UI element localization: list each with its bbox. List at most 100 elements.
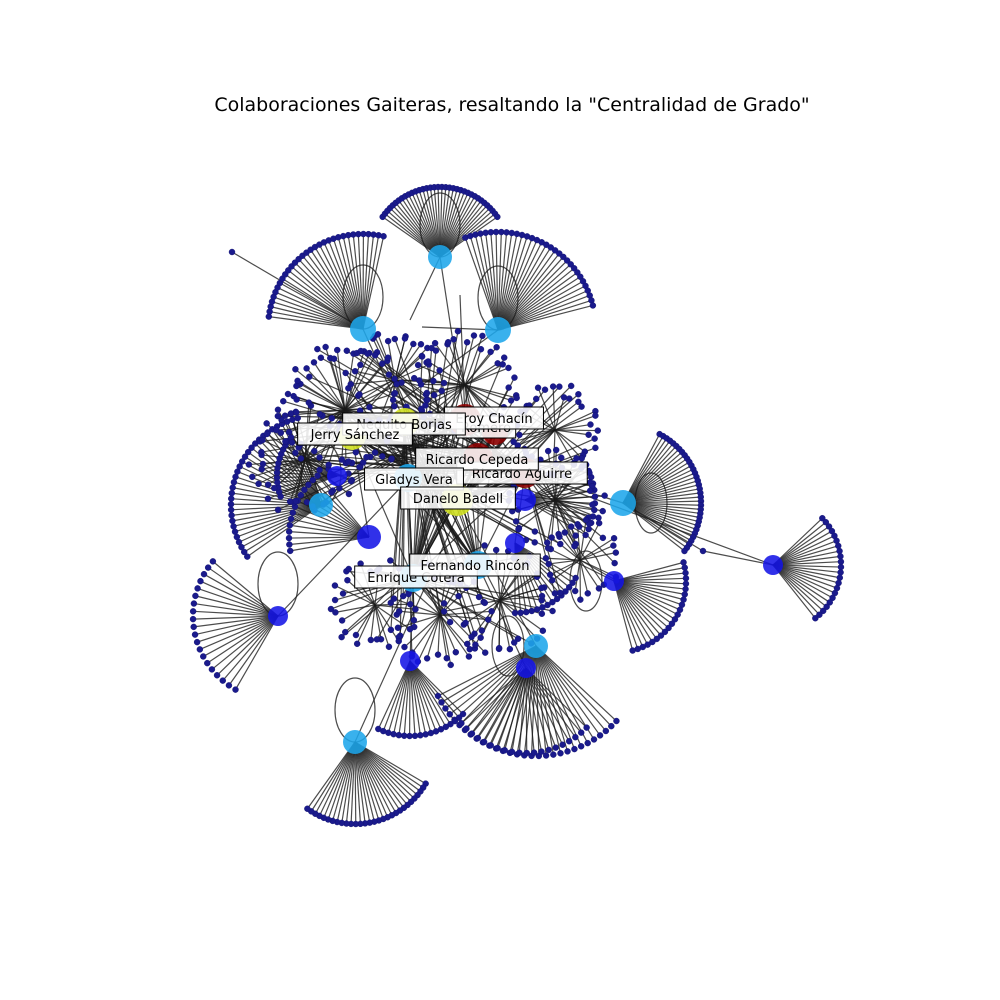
chart-title: Colaboraciones Gaiteras, resaltando la "…: [214, 94, 809, 116]
edge: [347, 235, 364, 330]
edge: [579, 545, 614, 561]
leaf-node: [339, 590, 347, 597]
leaf-node: [406, 732, 413, 740]
leaf-node: [390, 595, 398, 602]
leaf-node: [385, 643, 393, 651]
edge: [622, 500, 701, 504]
edge: [277, 475, 338, 479]
leaf-node: [558, 454, 565, 461]
leaf-node: [292, 497, 299, 505]
edge: [497, 234, 523, 331]
leaf-node: [232, 686, 239, 693]
leaf-node: [434, 651, 442, 658]
leaf-node: [197, 577, 204, 585]
edge: [354, 741, 405, 809]
edge: [347, 579, 376, 606]
edge: [497, 242, 543, 331]
node-label: Danelo Badell: [400, 486, 516, 510]
leaf-node: [565, 738, 573, 745]
leaf-node: [410, 340, 417, 348]
leaf-node: [393, 380, 400, 388]
leaf-node: [293, 396, 300, 403]
edge: [261, 459, 306, 470]
edge: [409, 660, 437, 732]
edge: [289, 536, 370, 546]
leaf-node: [286, 522, 294, 529]
edge: [514, 542, 573, 584]
edge: [354, 741, 371, 823]
leaf-node: [191, 631, 199, 638]
leaf-node: [463, 339, 471, 346]
leaf-node: [331, 582, 339, 589]
edge: [355, 604, 376, 636]
leaf-node: [488, 608, 495, 615]
leaf-node: [464, 640, 471, 648]
leaf-node: [438, 699, 445, 706]
leaf-node: [343, 347, 351, 354]
hub-node: [350, 316, 376, 342]
leaf-node: [371, 352, 379, 359]
edge: [212, 560, 279, 617]
hub-node: [505, 533, 525, 553]
leaf-node: [332, 609, 339, 616]
edge: [411, 614, 441, 653]
leaf-node: [331, 596, 339, 604]
hub-node: [268, 606, 288, 626]
edge: [499, 599, 515, 643]
leaf-node: [657, 632, 665, 639]
leaf-node: [287, 547, 294, 555]
leaf-node: [438, 387, 445, 395]
leaf-node: [549, 577, 556, 584]
edge: [622, 488, 700, 504]
edge: [497, 239, 538, 331]
edge: [394, 355, 423, 381]
hub-node: [516, 658, 536, 678]
edge: [374, 604, 411, 630]
node-label-text: Danelo Badell: [413, 492, 503, 507]
edge: [243, 504, 322, 553]
leaf-node: [238, 458, 246, 465]
leaf-node: [507, 397, 515, 404]
leaf-node: [549, 383, 557, 390]
edge: [417, 364, 466, 386]
edge: [310, 741, 356, 812]
leaf-node: [264, 481, 272, 488]
leaf-node: [277, 429, 285, 436]
leaf-node: [230, 523, 237, 530]
leaf-node: [325, 461, 332, 469]
leaf-node: [826, 599, 833, 606]
edge: [772, 535, 835, 566]
leaf-node: [274, 406, 282, 413]
edge: [613, 572, 686, 582]
leaf-node: [434, 692, 442, 700]
leaf-node: [284, 390, 292, 398]
leaf-node: [446, 618, 454, 626]
edge: [409, 660, 451, 725]
edge: [613, 580, 653, 643]
leaf-node: [430, 377, 437, 385]
leaf-node: [189, 608, 197, 615]
leaf-node: [494, 213, 501, 221]
edge: [483, 667, 527, 743]
leaf-node: [190, 600, 198, 607]
edge: [497, 237, 533, 331]
leaf-node: [680, 559, 687, 566]
edge: [613, 561, 684, 582]
leaf-node: [538, 748, 545, 755]
edge: [469, 235, 499, 331]
leaf-node: [192, 592, 199, 600]
leaf-node: [411, 732, 419, 740]
edge: [465, 667, 527, 730]
leaf-node: [837, 558, 845, 565]
edge: [306, 741, 356, 810]
leaf-node: [557, 750, 564, 757]
edge: [535, 645, 617, 722]
leaf-node: [344, 577, 351, 584]
leaf-node: [345, 458, 352, 465]
core-edge: [477, 472, 526, 566]
leaf-node: [338, 617, 346, 624]
edge: [554, 490, 591, 501]
hub-node: [343, 730, 367, 754]
leaf-node: [552, 744, 559, 751]
leaf-node: [288, 439, 296, 446]
